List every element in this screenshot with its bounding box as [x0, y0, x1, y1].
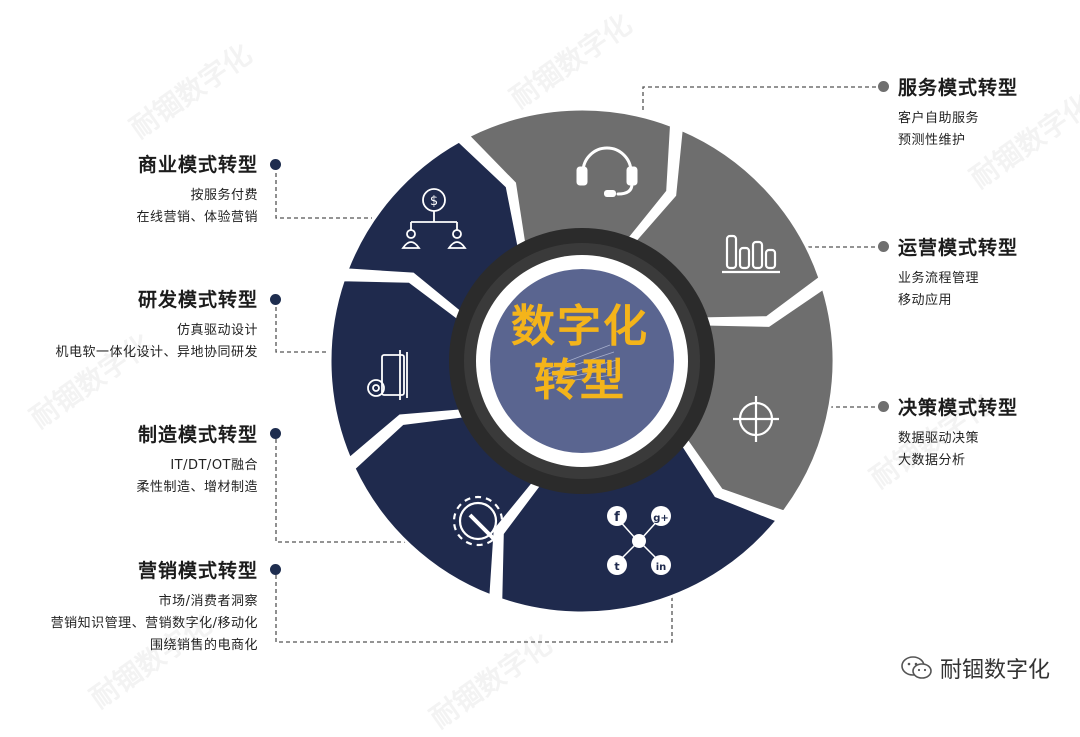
- gear-wrench-icon: [452, 495, 504, 547]
- label-line: 在线营销、体验营销: [136, 210, 258, 225]
- label-operation: 运营模式转型 业务流程管理 移动应用: [898, 233, 1018, 312]
- connector-service: [642, 86, 880, 110]
- label-marketing: 营销模式转型 市场/消费者洞察 营销知识管理、营销数字化/移动化 围绕销售的电商…: [51, 556, 258, 657]
- connector-manufacturing: [275, 432, 415, 543]
- label-title: 营销模式转型: [137, 560, 258, 582]
- dot-business: [270, 159, 281, 170]
- center-title: 数字化 转型: [470, 300, 690, 408]
- label-line: 仿真驱动设计: [176, 323, 258, 338]
- footer-brand-text: 耐锢数字化: [939, 658, 1050, 683]
- center-disk: [490, 269, 674, 453]
- label-line: 数据驱动决策: [898, 431, 980, 446]
- label-business: 商业模式转型 按服务付费 在线营销、体验营销: [136, 150, 258, 229]
- diagram-stage: 耐锢数字化 耐锢数字化 耐锢数字化 耐锢数字化 耐锢数字化 耐锢数字化 耐锢数字…: [24, 8, 1080, 735]
- label-line: 营销知识管理、营销数字化/移动化: [50, 616, 258, 631]
- svg-text:$: $: [430, 194, 438, 209]
- label-line: 大数据分析: [898, 453, 966, 468]
- center-title-line2: 转型: [534, 355, 626, 406]
- headset-icon: [576, 146, 638, 197]
- label-decision: 决策模式转型 数据驱动决策 大数据分析: [898, 393, 1018, 472]
- transformation-wheel: f g+ t in $: [275, 86, 880, 643]
- label-title: 制造模式转型: [137, 424, 258, 446]
- label-line: 柔性制造、增材制造: [136, 480, 258, 495]
- label-line: 市场/消费者洞察: [158, 594, 258, 609]
- svg-text:f: f: [614, 510, 620, 525]
- label-title: 商业模式转型: [137, 154, 258, 176]
- connector-lines: [275, 86, 880, 643]
- label-line: 预测性维护: [898, 133, 966, 148]
- connector-marketing: [275, 568, 673, 643]
- svg-text:in: in: [656, 562, 667, 573]
- footer-brand: 耐锢数字化: [900, 652, 1050, 684]
- label-line: 业务流程管理: [898, 271, 980, 286]
- label-title: 服务模式转型: [898, 77, 1019, 99]
- dot-marketing: [270, 564, 281, 575]
- label-line: 按服务付费: [190, 188, 258, 203]
- label-line: 客户自助服务: [898, 111, 980, 126]
- org-dollar-icon: $: [401, 188, 467, 249]
- label-service: 服务模式转型 客户自助服务 预测性维护: [898, 73, 1018, 152]
- label-rd: 研发模式转型 仿真驱动设计 机电软一体化设计、异地协同研发: [55, 285, 258, 364]
- label-line: 机电软一体化设计、异地协同研发: [55, 345, 258, 360]
- svg-text:t: t: [614, 560, 619, 573]
- label-line: 围绕销售的电商化: [149, 638, 258, 653]
- label-manufacturing: 制造模式转型 IT/DT/OT融合 柔性制造、增材制造: [136, 420, 258, 499]
- label-title: 决策模式转型: [898, 397, 1019, 419]
- center-title-line1: 数字化: [511, 301, 649, 352]
- svg-text:g+: g+: [653, 513, 669, 524]
- label-title: 运营模式转型: [898, 237, 1019, 259]
- wechat-icon: [901, 656, 932, 679]
- center-rays: [539, 344, 621, 383]
- dot-decision: [878, 401, 889, 412]
- dot-service: [878, 81, 889, 92]
- dot-rd: [270, 294, 281, 305]
- label-title: 研发模式转型: [137, 289, 258, 311]
- design-gear-icon: [367, 350, 408, 400]
- connector-rd: [275, 300, 340, 353]
- dot-manufacturing: [270, 428, 281, 439]
- label-line: IT/DT/OT融合: [170, 458, 258, 473]
- label-line: 移动应用: [898, 293, 953, 308]
- social-network-icon: f g+ t in: [607, 506, 671, 575]
- crosshair-icon: [733, 396, 779, 442]
- connector-business: [275, 166, 372, 219]
- bar-chart-icon: [722, 234, 780, 274]
- dot-operation: [878, 241, 889, 252]
